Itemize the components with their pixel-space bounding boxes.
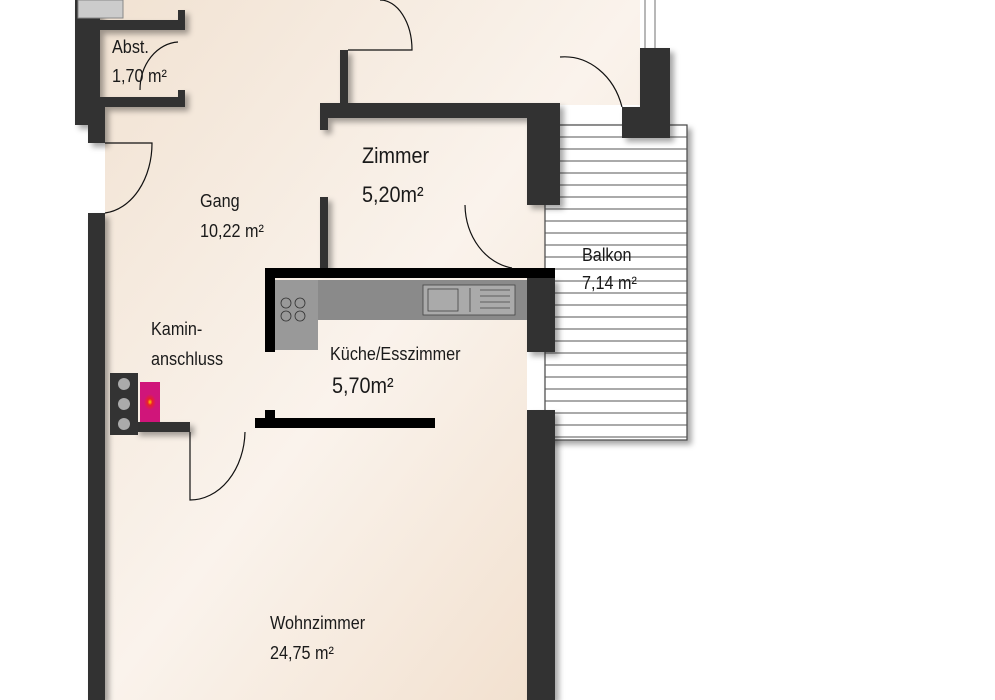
upper-door [348,0,413,51]
room-name-balkon: Balkon [582,245,632,265]
room-area-balkon: 7,14 m² [582,273,637,293]
room-name-kueche: Küche/Esszimmer [330,344,461,364]
kitchen-counter [275,280,527,350]
kitchen-walls [255,268,555,428]
room-name-wohnzimmer: Wohnzimmer [270,613,366,633]
washer-icon [77,0,124,19]
room-area-kueche: 5,70m² [332,373,394,398]
floor-area [100,0,640,700]
kamin-label-line2: anschluss [151,349,224,369]
room-area-gang: 10,22 m² [200,221,264,241]
balcony-door-1 [559,56,623,108]
entry-door [104,142,153,214]
living-door [189,431,246,501]
room-area-abstellraum: 1,70 m² [112,66,167,86]
room-name-gang: Gang [200,191,240,211]
stove-icon [280,297,306,322]
room-name-zimmer: Zimmer [362,143,430,168]
kamin-label-line1: Kamin- [151,319,203,339]
zimmer-door [464,204,513,269]
room-area-wohnzimmer: 24,75 m² [270,643,334,663]
balcony [544,124,688,441]
storage-door [139,41,179,91]
room-name-abstellraum: Abst. [112,37,149,57]
fireplace-connection [110,373,160,435]
room-area-zimmer: 5,20m² [362,182,424,207]
walls [75,0,670,700]
doors [104,0,656,501]
sink-icon [422,284,516,316]
